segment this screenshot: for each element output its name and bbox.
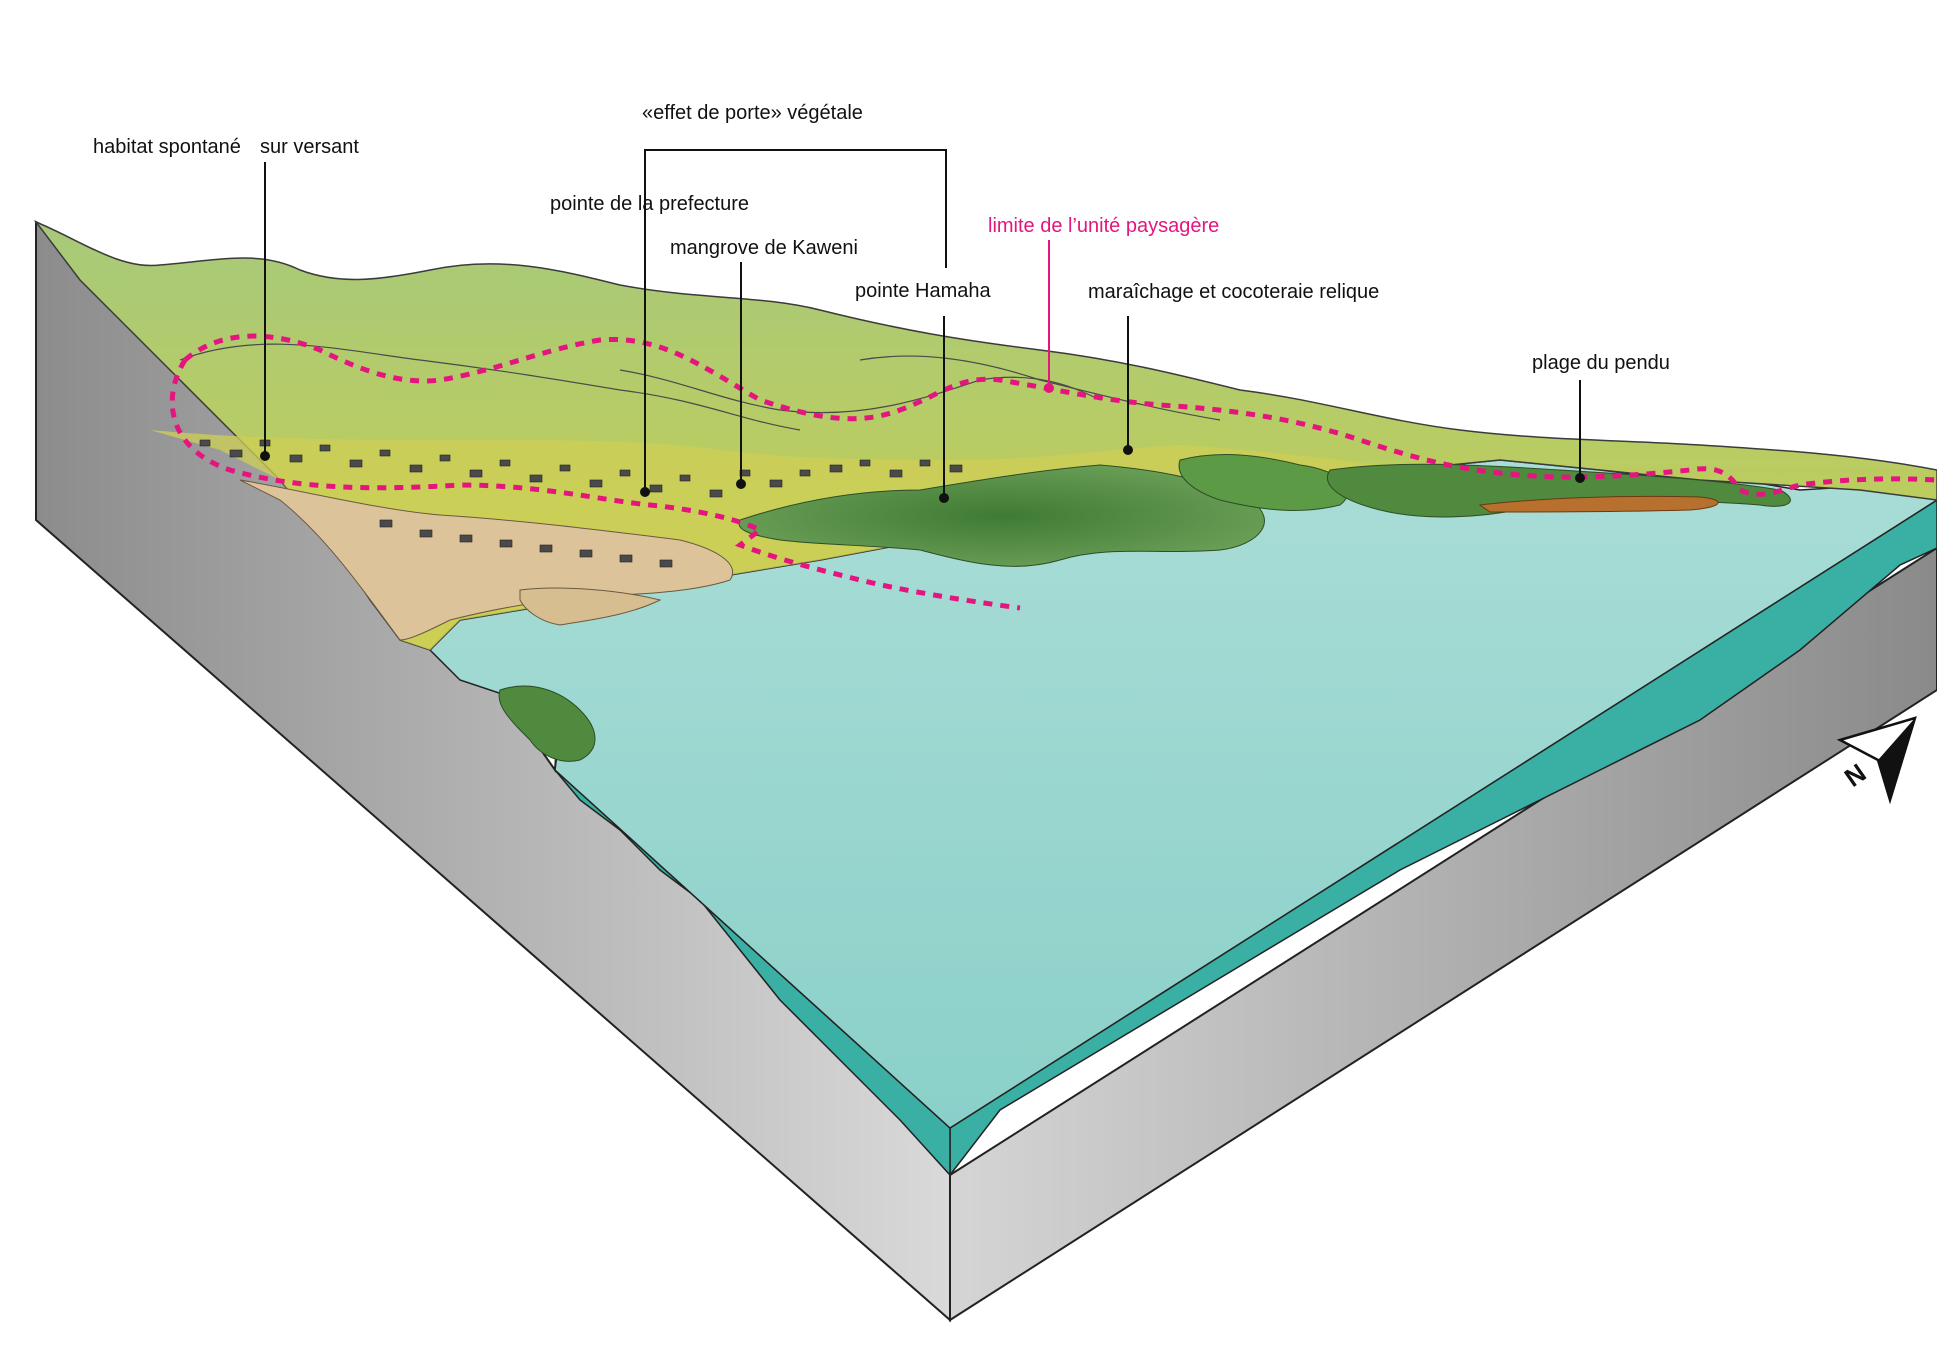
label-maraichage: maraîchage et cocoteraie relique: [1088, 281, 1380, 303]
label-pointe-hamaha: pointe Hamaha: [855, 280, 991, 302]
village-roofs: [199, 439, 963, 568]
label-sur-versant: sur versant: [260, 136, 359, 158]
north-arrow: [1836, 716, 1917, 805]
landscape-unit-boundary: [169, 358, 1021, 611]
sea-band-left: [554, 769, 951, 1177]
label-limite-unite: limite de l’unité paysagère: [988, 215, 1220, 237]
maraichage-forest: [1178, 454, 1349, 511]
label-plage-pendu: plage du pendu: [1532, 352, 1670, 374]
leader-line-pink: [1044, 240, 1054, 393]
pendu-beach: [1478, 495, 1719, 513]
front-headland: [498, 685, 596, 762]
label-pointe-prefecture: pointe de la prefecture: [550, 193, 750, 215]
pendu-forest: [1327, 463, 1791, 518]
sandy-plain: [239, 479, 733, 641]
sand-spit: [519, 587, 662, 626]
leader-lines: [260, 149, 1585, 503]
hill-contour: [179, 343, 801, 431]
mangrove-forest: [738, 464, 1265, 567]
label-habitat-spontane: habitat spontané: [93, 136, 241, 158]
label-mangrove-kaweni: mangrove de Kaweni: [670, 237, 858, 259]
hill-contour: [859, 355, 1221, 421]
sea-band-right: [949, 499, 1937, 1178]
label-effet-de-porte: «effet de porte» végétale: [642, 102, 863, 124]
